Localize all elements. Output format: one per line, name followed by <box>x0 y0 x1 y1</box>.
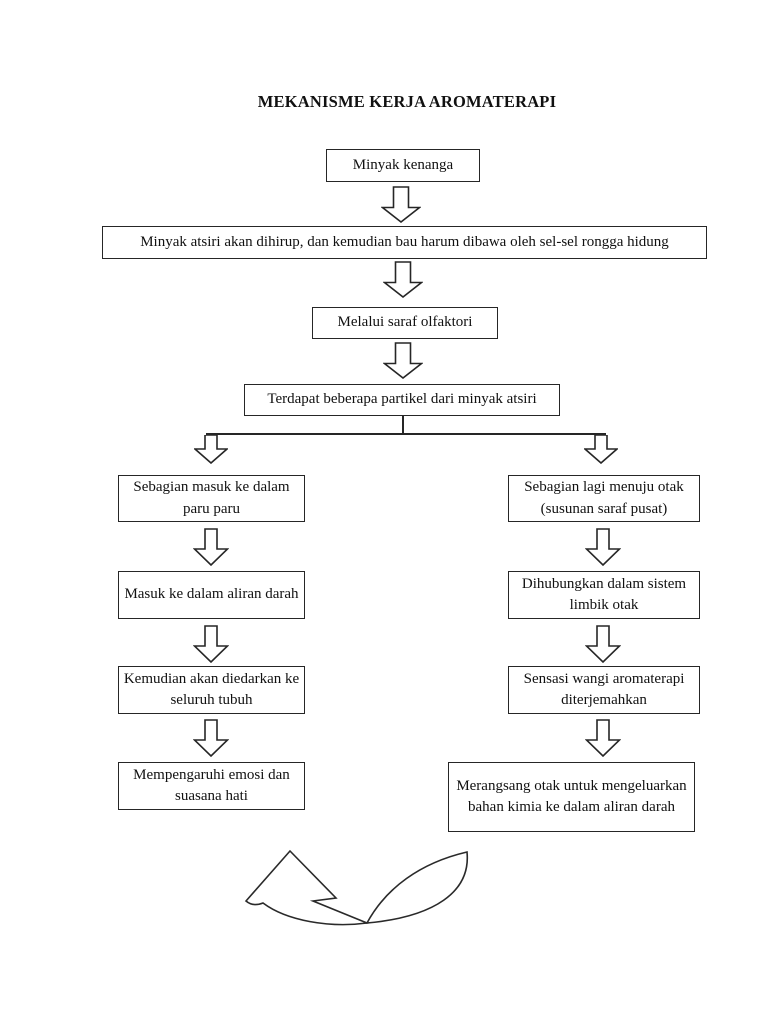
page-title: MEKANISME KERJA AROMATERAPI <box>257 92 557 111</box>
flow-node-emosi-suasana-hati: Mempengaruhi emosi dan suasana hati <box>118 762 305 810</box>
branch-connector-vertical-line <box>402 416 404 434</box>
flow-node-sistem-limbik: Dihubungkan dalam sistem limbik otak <box>508 571 700 619</box>
down-block-arrow-icon <box>584 528 622 567</box>
flow-node-partikel-minyak-atsiri: Terdapat beberapa partikel dari minyak a… <box>244 384 560 416</box>
down-block-arrow-icon <box>382 342 424 380</box>
down-block-arrow-icon <box>192 528 230 567</box>
flow-node-saraf-olfaktori: Melalui saraf olfaktori <box>312 307 498 339</box>
down-block-arrow-icon <box>192 625 230 664</box>
flow-node-minyak-kenanga: Minyak kenanga <box>326 149 480 182</box>
down-block-arrow-icon <box>382 261 424 299</box>
flow-node-masuk-paru-paru: Sebagian masuk ke dalam paru paru <box>118 475 305 522</box>
flow-node-aliran-darah: Masuk ke dalam aliran darah <box>118 571 305 619</box>
flow-node-menuju-otak: Sebagian lagi menuju otak (susunan saraf… <box>508 475 700 522</box>
down-block-arrow-icon <box>584 719 622 758</box>
flow-node-dihirup: Minyak atsiri akan dihirup, dan kemudian… <box>102 226 707 259</box>
branch-connector-horizontal-line <box>206 433 606 436</box>
down-block-arrow-icon <box>582 434 620 465</box>
down-block-arrow-icon <box>380 186 422 224</box>
down-block-arrow-icon <box>192 434 230 465</box>
down-block-arrow-icon <box>584 625 622 664</box>
curved-arrow-leaf-doodle-icon <box>238 844 478 936</box>
flow-node-diedarkan-seluruh-tubuh: Kemudian akan diedarkan ke seluruh tubuh <box>118 666 305 714</box>
down-block-arrow-icon <box>192 719 230 758</box>
flow-node-merangsang-otak: Merangsang otak untuk mengeluarkan bahan… <box>448 762 695 832</box>
flow-node-sensasi-wangi: Sensasi wangi aromaterapi diterjemahkan <box>508 666 700 714</box>
